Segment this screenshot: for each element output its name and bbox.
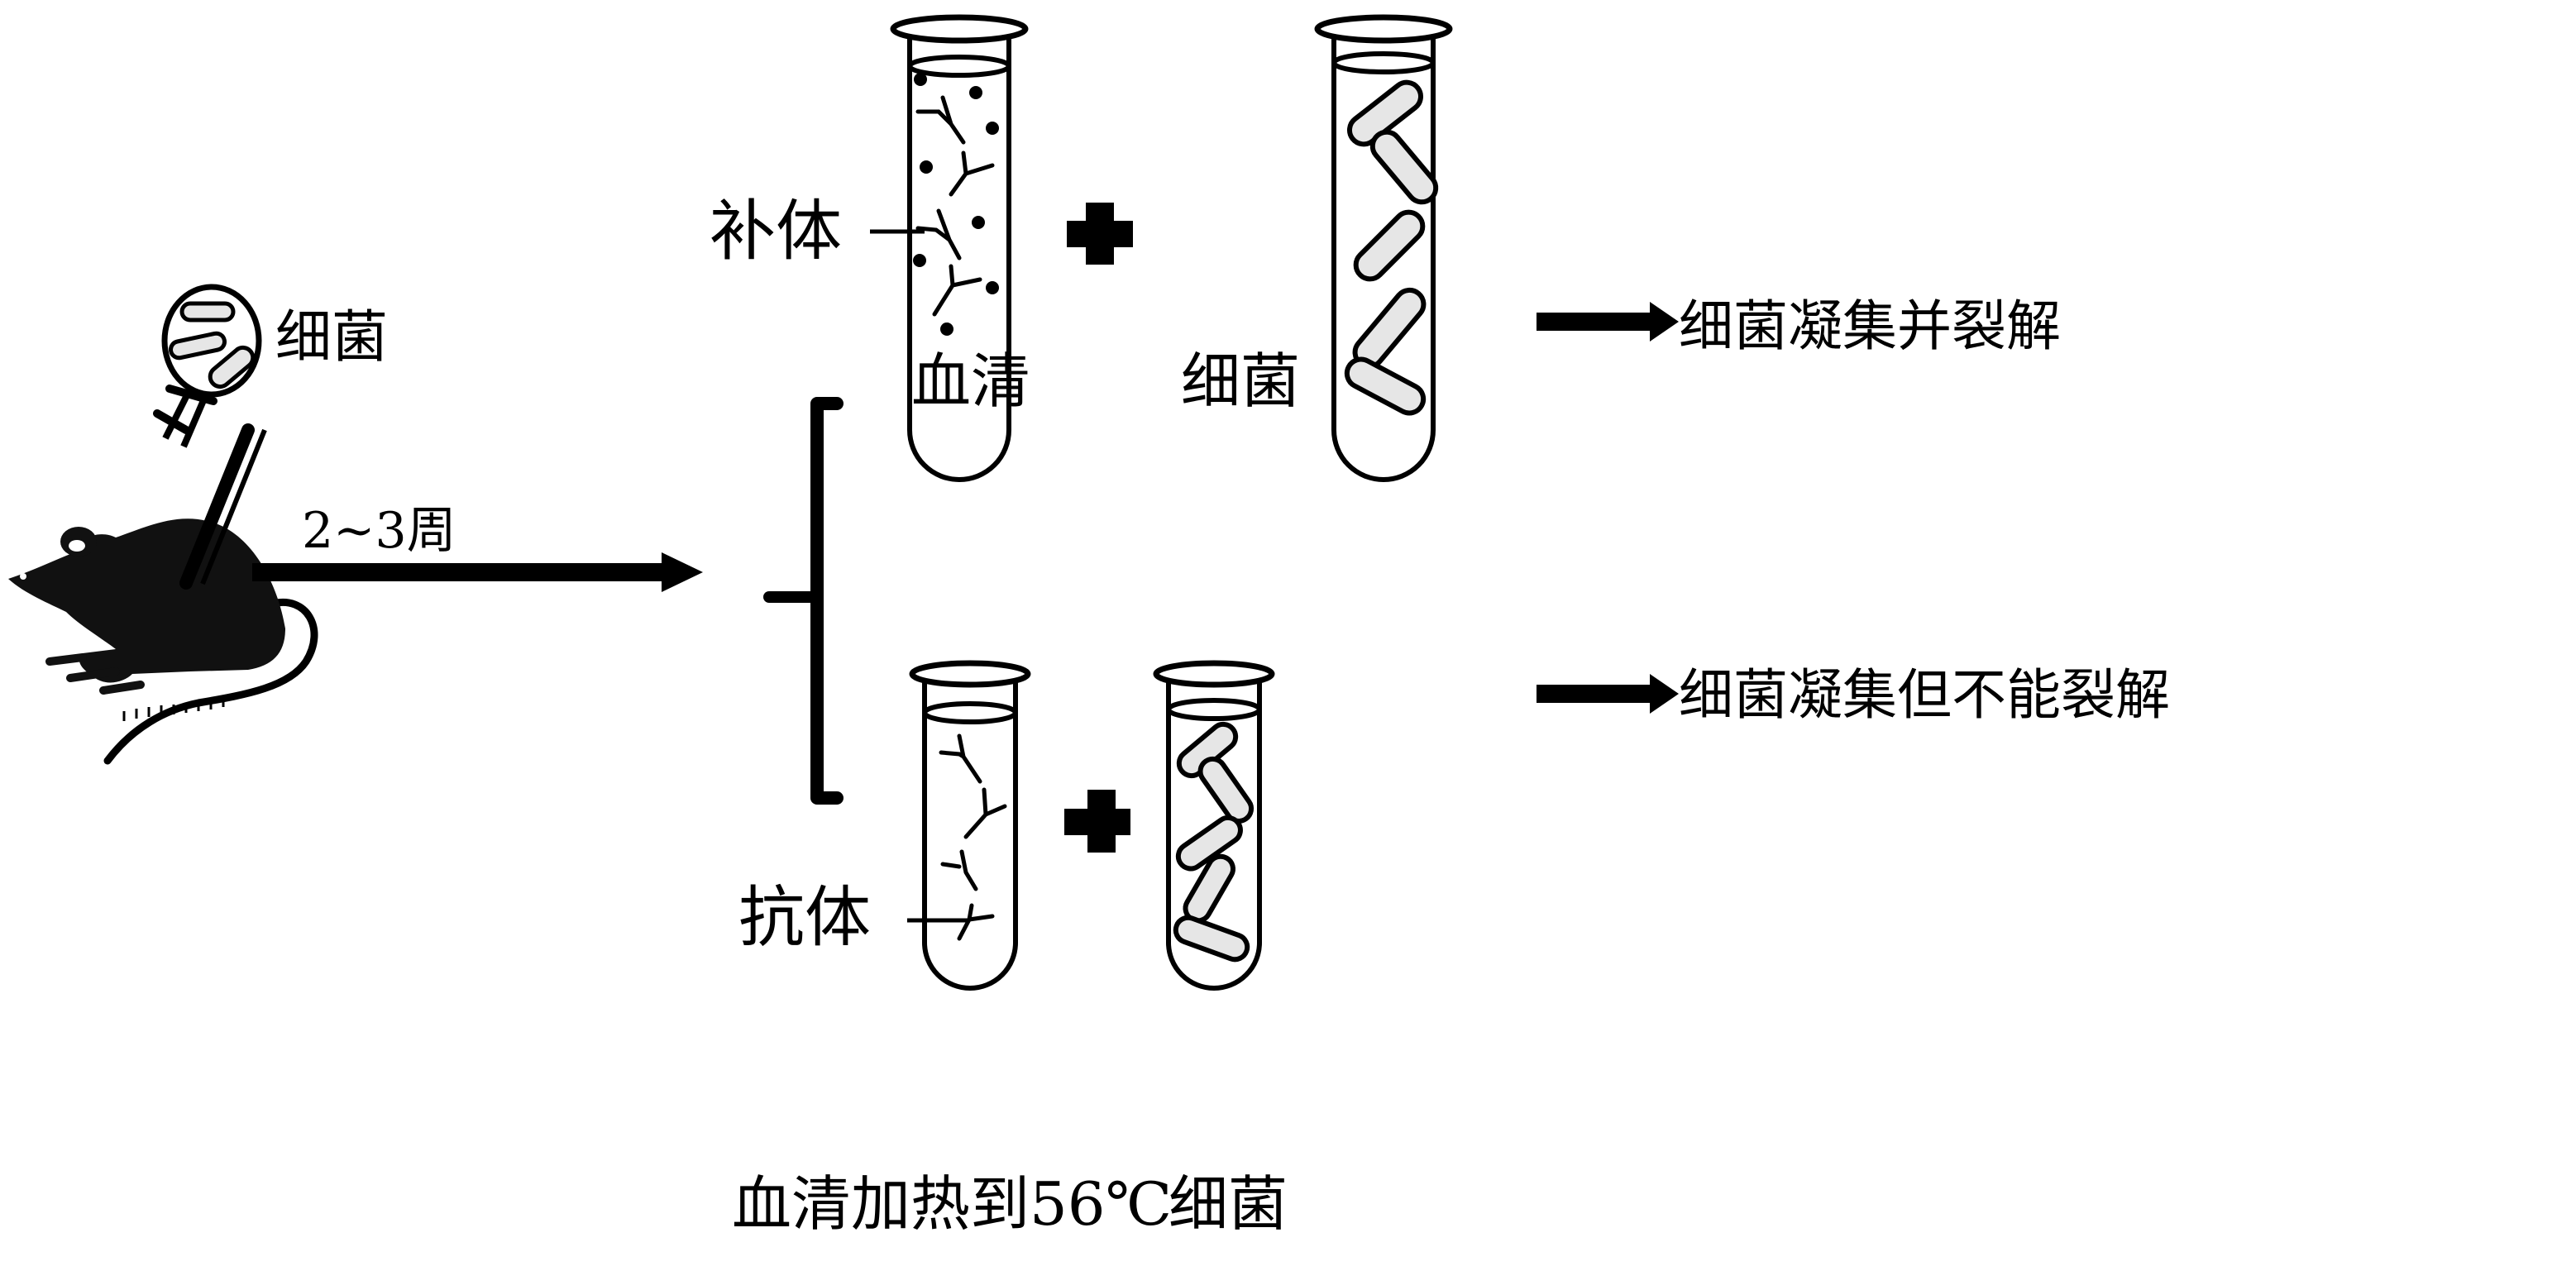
mouse-feet [45,653,145,695]
mouse-eye [20,573,26,580]
magnifier-bacteria [161,284,262,398]
complement-label: 补体 [710,193,842,270]
time-label: 2~3周 [302,502,456,560]
bacteria-rods [1173,721,1255,963]
mouse-tail-rings [122,697,225,721]
test-tube-bacteria [1153,660,1275,991]
plus-icon [1064,790,1130,853]
bacterium [179,301,236,322]
antibody-icons [939,733,1007,941]
test-tube-bacteria [1314,14,1453,482]
complement-dots [913,73,999,336]
mouse-illustration [8,518,318,765]
test-tube-serum [870,14,1029,482]
mouse-ear-inner [69,540,85,552]
result-arrow-bottom [1537,674,1679,714]
result-top-label: 细菌凝集并裂解 [1679,294,2061,358]
result-arrow-top [1537,302,1679,342]
bacteria-rods [1344,79,1439,416]
mouse-body [8,518,285,683]
main-arrow [252,552,703,592]
antibody-label: 抗体 [738,879,871,956]
mouse-tail [103,599,318,765]
antibody-icons [915,95,995,317]
serum-label: 血清 [911,346,1031,416]
bacterium [208,345,256,389]
bracket [763,397,844,805]
heated-serum-label: 血清加热到56℃ [732,1169,1173,1239]
bacteria-label: 细菌 [1181,346,1301,416]
result-bottom-label: 细菌凝集但不能裂解 [1679,663,2170,727]
injected-bacteria-label: 细菌 [275,305,389,370]
plus-icon [1067,203,1133,265]
test-tube-heated-serum [907,660,1031,991]
bacterium [169,331,227,361]
syringe-icon [153,385,267,590]
bacteria-label: 细菌 [1169,1169,1288,1239]
